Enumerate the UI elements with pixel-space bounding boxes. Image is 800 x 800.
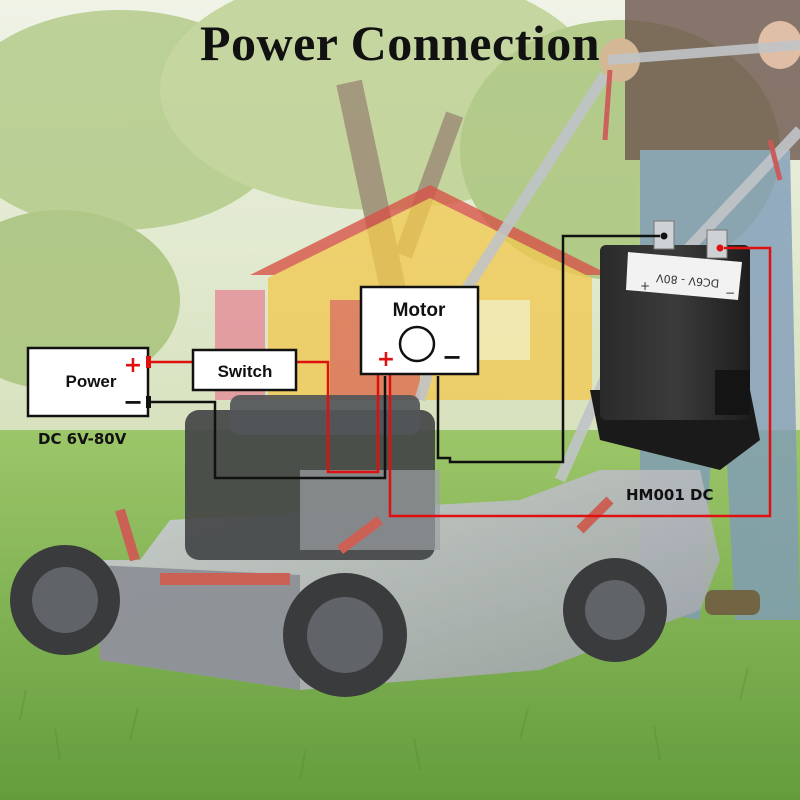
power-label: Power: [65, 372, 116, 391]
lawn-mower: [10, 395, 720, 697]
wiring: [146, 234, 772, 518]
sticker-plus: +: [640, 279, 650, 293]
motor-minus-sign: −: [442, 343, 462, 371]
positive-wire-motor-to-meter: [388, 246, 772, 518]
page-title: Power Connection: [199, 15, 601, 71]
power-caption: DC 6V-80V: [38, 430, 127, 448]
switch-box: Switch: [191, 348, 298, 392]
power-minus-sign: −: [123, 388, 143, 416]
grass-texture: [19, 667, 749, 781]
motor-box: Motor + −: [359, 285, 480, 376]
tree-foliage: [0, 0, 780, 390]
meter-positive-terminal: [706, 229, 728, 259]
meter-label-sticker: [626, 252, 742, 300]
power-source-box: Power + −: [26, 346, 151, 418]
negative-wire-motor-to-meter: [436, 234, 660, 464]
power-plus-sign: +: [124, 353, 142, 378]
hm001-meter: DC6V - 80V + −: [590, 220, 760, 470]
negative-wire-power-to-motor: [148, 376, 387, 480]
motor-plus-sign: +: [377, 347, 395, 372]
meter-caption: HM001 DC: [626, 486, 714, 504]
sticker-text: DC6V - 80V: [655, 271, 720, 289]
switch-label: Switch: [218, 362, 273, 381]
sticker-minus: −: [725, 286, 735, 300]
motor-symbol-icon: [398, 325, 436, 363]
motor-label: Motor: [393, 300, 446, 321]
